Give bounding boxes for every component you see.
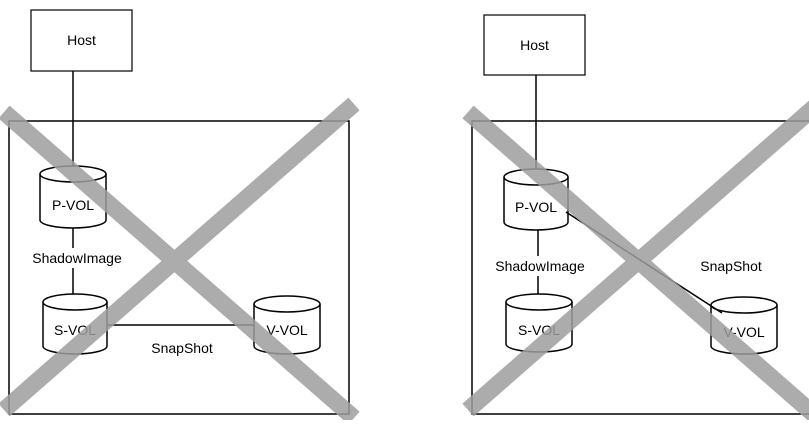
left-shadowimage-label: ShadowImage (32, 250, 122, 266)
left-pvol-label: P-VOL (52, 197, 94, 213)
left-cross-mark (0, 97, 360, 425)
left-snapshot-label: SnapShot (151, 340, 213, 356)
left-host-label: Host (67, 32, 96, 48)
right-host-label: Host (520, 37, 549, 53)
right-storage-frame (471, 120, 809, 415)
left-vvol-label: V-VOL (266, 322, 307, 338)
right-cross-mark (462, 100, 809, 422)
right-snapshot-label: SnapShot (700, 258, 762, 274)
left-host-box (30, 9, 133, 72)
left-pvol-cylinder: P-VOL (39, 165, 107, 229)
right-shadowimage-label: ShadowImage (495, 258, 585, 274)
right-diagram: Host P-VOL S-VOL V-VOL ShadowImag (462, 14, 809, 422)
right-pvol-label: P-VOL (515, 199, 557, 215)
left-storage-frame (8, 120, 350, 415)
left-diagram: Host P-VOL S-VOL V-VOL ShadowImag (0, 9, 360, 425)
right-host-box (483, 14, 586, 76)
